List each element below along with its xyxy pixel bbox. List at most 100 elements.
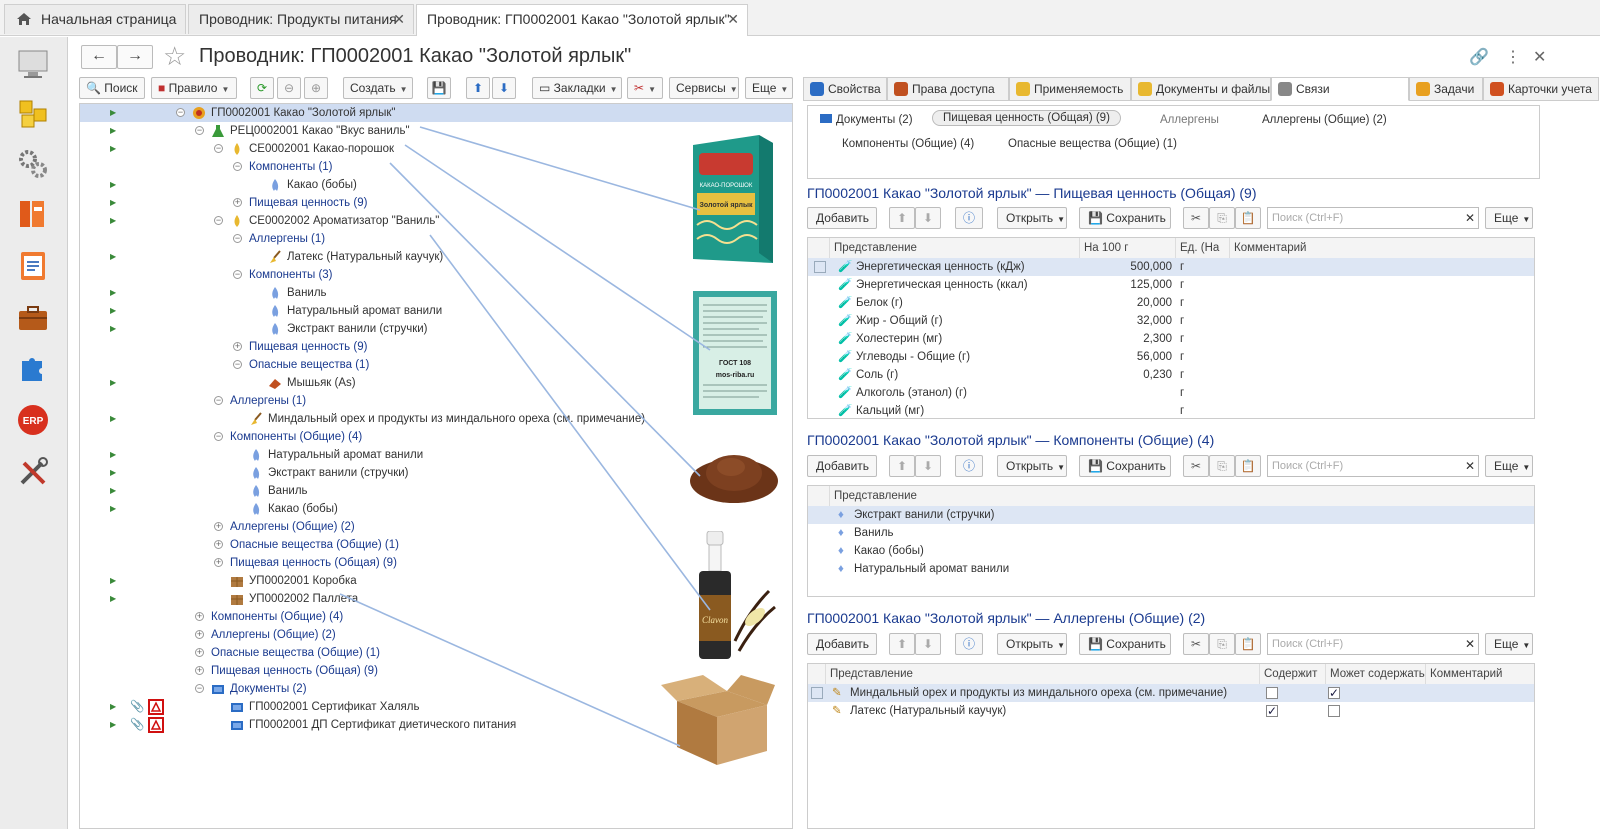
bookmarks-button[interactable]: ▭ Закладки▼: [532, 77, 622, 99]
save-button[interactable]: 💾 Сохранить: [1079, 455, 1171, 477]
open-button[interactable]: Открыть▼: [997, 455, 1067, 477]
expand-arrow-icon[interactable]: ▶: [110, 306, 117, 315]
search-button[interactable]: 🔍 Поиск: [79, 77, 145, 99]
right-tab[interactable]: Карточки учета: [1483, 77, 1599, 101]
collapse-toggle[interactable]: −: [214, 143, 223, 153]
tree-row[interactable]: ▶Миндальный орех и продукты из миндально…: [80, 410, 792, 428]
forward-button[interactable]: →: [117, 45, 153, 69]
clipboard-icon[interactable]: [16, 249, 50, 283]
expand-arrow-icon[interactable]: ▶: [110, 126, 117, 135]
link-documents[interactable]: Документы (2): [820, 114, 913, 126]
right-tab[interactable]: Права доступа: [887, 77, 1009, 101]
cut-icon[interactable]: ✂: [1183, 455, 1209, 477]
clear-search-icon[interactable]: ✕: [1464, 637, 1476, 651]
tree-row[interactable]: +Пищевая ценность (Общая) (9): [80, 662, 792, 680]
tree-row[interactable]: +Опасные вещества (Общие) (1): [80, 536, 792, 554]
expand-toggle[interactable]: +: [214, 521, 223, 531]
expand-arrow-icon[interactable]: ▶: [110, 504, 117, 513]
contains-checkbox[interactable]: ✓: [1266, 704, 1278, 718]
column-header[interactable]: Представление: [830, 486, 1534, 506]
right-tab[interactable]: Свойства: [803, 77, 887, 101]
expand-arrow-icon[interactable]: ▶: [110, 252, 117, 261]
more-menu-icon[interactable]: ⋮: [1505, 49, 1521, 66]
tree-row[interactable]: −Опасные вещества (1): [80, 356, 792, 374]
save-button[interactable]: 💾 Сохранить: [1079, 633, 1171, 655]
collapse-toggle[interactable]: −: [195, 683, 204, 693]
column-header[interactable]: Представление: [830, 238, 1080, 258]
tree-row[interactable]: −Компоненты (Общие) (4): [80, 428, 792, 446]
table-row[interactable]: ♦Натуральный аромат ванили: [808, 560, 1534, 578]
expand-arrow-icon[interactable]: ▶: [110, 108, 117, 117]
link-hazards-general[interactable]: Опасные вещества (Общие) (1): [1008, 138, 1177, 150]
rule-button[interactable]: ■ Правило▼: [151, 77, 237, 99]
expand-arrow-icon[interactable]: ▶: [110, 288, 117, 297]
link-allergens[interactable]: Аллергены: [1160, 114, 1219, 126]
column-header[interactable]: Комментарий: [1426, 664, 1534, 684]
copy-icon[interactable]: ⎘: [1209, 455, 1235, 477]
tree-row[interactable]: ▶Какао (бобы): [80, 500, 792, 518]
save-icon[interactable]: 💾: [427, 77, 451, 99]
move-down-icon[interactable]: ⬇: [915, 207, 941, 229]
column-header[interactable]: Содержит: [1260, 664, 1326, 684]
create-button[interactable]: Создать▼: [343, 77, 413, 99]
close-icon[interactable]: ✕: [1533, 49, 1547, 66]
column-header[interactable]: Может содержать: [1326, 664, 1426, 684]
tree-row[interactable]: ▶Ваниль: [80, 284, 792, 302]
components-table[interactable]: Представление♦Экстракт ванили (стручки) ♦…: [807, 485, 1535, 597]
move-down-icon[interactable]: ⬇: [915, 633, 941, 655]
catalog-icon[interactable]: [16, 97, 50, 131]
open-button[interactable]: Открыть▼: [997, 207, 1067, 229]
info-icon[interactable]: ⓘ: [955, 207, 983, 229]
link-allergens-general[interactable]: Аллергены (Общие) (2): [1262, 114, 1387, 126]
tree-row[interactable]: +Пищевая ценность (Общая) (9): [80, 554, 792, 572]
expand-arrow-icon[interactable]: ▶: [110, 450, 117, 459]
copy-icon[interactable]: ⎘: [1209, 633, 1235, 655]
add-button[interactable]: Добавить: [807, 455, 877, 477]
expand-toggle[interactable]: +: [214, 557, 223, 567]
move-up-icon[interactable]: ⬆: [889, 455, 915, 477]
expand-toggle[interactable]: +: [233, 197, 242, 207]
link-icon[interactable]: 🔗: [1469, 49, 1489, 66]
expand-arrow-icon[interactable]: ▶: [110, 198, 117, 207]
add-button[interactable]: Добавить: [807, 207, 877, 229]
open-button[interactable]: Открыть▼: [997, 633, 1067, 655]
table-row[interactable]: ♦Экстракт ванили (стручки): [808, 506, 1534, 524]
tree-row[interactable]: ▶Экстракт ванили (стручки): [80, 320, 792, 338]
tree-row[interactable]: ▶Натуральный аромат ванили: [80, 446, 792, 464]
tree-row[interactable]: −Компоненты (3): [80, 266, 792, 284]
table-row[interactable]: ✎Миндальный орех и продукты из миндально…: [808, 684, 1534, 702]
expand-arrow-icon[interactable]: ▶: [110, 144, 117, 153]
search-input[interactable]: Поиск (Ctrl+F): [1267, 207, 1479, 229]
zoom-out-button[interactable]: ⊖: [277, 77, 301, 99]
link-nutrition-general[interactable]: Пищевая ценность (Общая) (9): [932, 110, 1121, 126]
tree-row[interactable]: −Документы (2): [80, 680, 792, 698]
expand-toggle[interactable]: +: [195, 647, 204, 657]
table-row[interactable]: 🧪Алкоголь (этанол) (г)г: [808, 384, 1534, 402]
tree-row[interactable]: ▶−СЕ0002002 Ароматизатор "Ваниль": [80, 212, 792, 230]
tree-row[interactable]: ▶−СЕ0002001 Какао-порошок: [80, 140, 792, 158]
collapse-toggle[interactable]: −: [214, 395, 223, 405]
collapse-toggle[interactable]: −: [233, 269, 242, 279]
tree-row[interactable]: ▶Латекс (Натуральный каучук): [80, 248, 792, 266]
tree-row[interactable]: ▶Натуральный аромат ванили: [80, 302, 792, 320]
arrow-up-icon[interactable]: ⬆: [466, 77, 490, 99]
contains-checkbox[interactable]: [1266, 687, 1278, 699]
collapse-toggle[interactable]: −: [214, 215, 223, 225]
link-components-general[interactable]: Компоненты (Общие) (4): [842, 138, 975, 150]
collapse-toggle[interactable]: −: [214, 431, 223, 441]
collapse-toggle[interactable]: −: [233, 161, 242, 171]
expand-toggle[interactable]: +: [233, 341, 242, 351]
tree-row[interactable]: ▶Мышьяк (As): [80, 374, 792, 392]
more-button[interactable]: Еще▼: [745, 77, 793, 99]
add-button[interactable]: Добавить: [807, 633, 877, 655]
clear-search-icon[interactable]: ✕: [1464, 211, 1476, 225]
search-input[interactable]: Поиск (Ctrl+F): [1267, 633, 1479, 655]
back-button[interactable]: ←: [81, 45, 117, 69]
table-row[interactable]: 🧪Кальций (мг)г: [808, 402, 1534, 418]
move-down-icon[interactable]: ⬇: [915, 455, 941, 477]
